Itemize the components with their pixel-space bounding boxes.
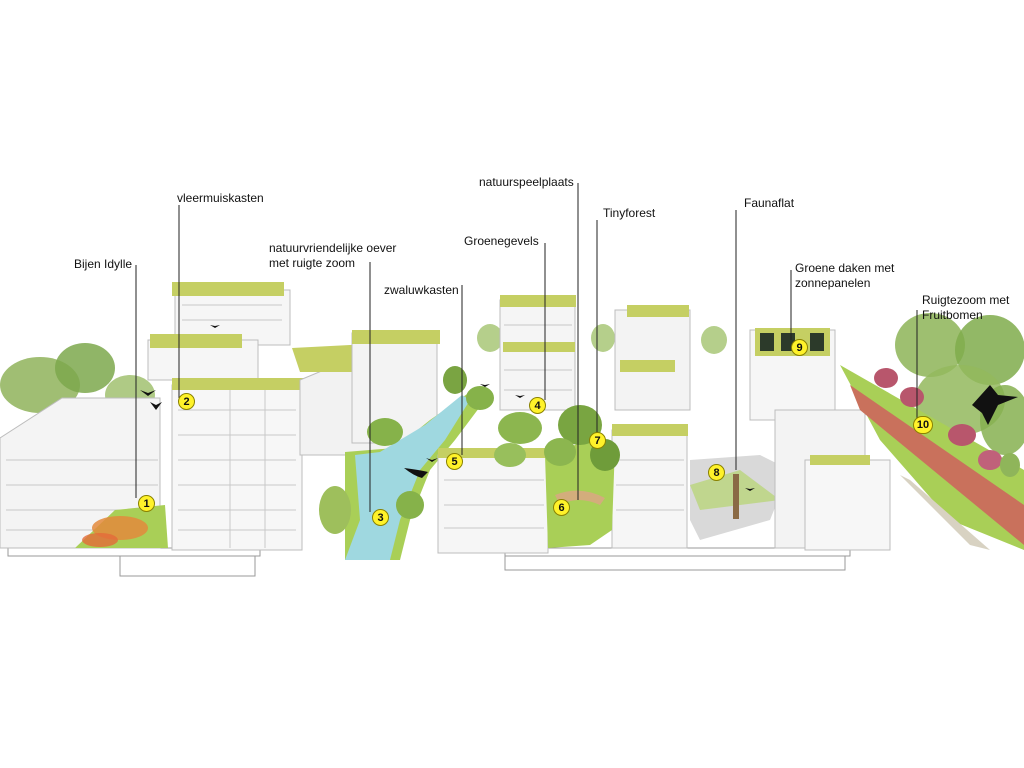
marker-3: 3	[372, 509, 389, 526]
label-groenegevels: Groenegevels	[464, 234, 539, 248]
bird-silhouettes	[140, 325, 1018, 491]
marker-5: 5	[446, 453, 463, 470]
label-bijen-idylle: Bijen Idylle	[74, 257, 133, 271]
leader-lines	[135, 183, 918, 512]
marker-7: 7	[589, 432, 606, 449]
left-building-windows	[6, 304, 296, 548]
bee-meadow	[75, 505, 168, 548]
label-zwaluwkasten: zwaluwkasten	[384, 283, 459, 297]
marker-9: 9	[791, 339, 808, 356]
marker-2: 2	[178, 393, 195, 410]
playground-forest	[494, 405, 620, 548]
label-vleermuiskasten: vleermuiskasten	[177, 191, 264, 205]
marker-10: 10	[913, 416, 933, 434]
marker-8: 8	[708, 464, 725, 481]
label-ruigtezoom: Ruigtezoom met Fruitbomen	[922, 293, 1010, 322]
fruit-tree-zone	[840, 365, 1024, 550]
marker-6: 6	[553, 499, 570, 516]
label-groene-daken: Groene daken met zonnepanelen	[795, 261, 895, 290]
label-natuurspeelplaats: natuurspeelplaats	[479, 175, 574, 189]
label-faunaflat: Faunaflat	[744, 196, 795, 210]
label-tinyforest: Tinyforest	[603, 206, 656, 220]
central-building-windows	[444, 324, 684, 529]
marker-1: 1	[138, 495, 155, 512]
background-trees	[0, 313, 1024, 455]
central-buildings	[437, 295, 691, 554]
ground-foundations	[7, 547, 851, 577]
marker-4: 4	[529, 397, 546, 414]
label-natuurvriendelijke-oever: natuurvriendelijke oever met ruigte zoom	[269, 241, 397, 270]
